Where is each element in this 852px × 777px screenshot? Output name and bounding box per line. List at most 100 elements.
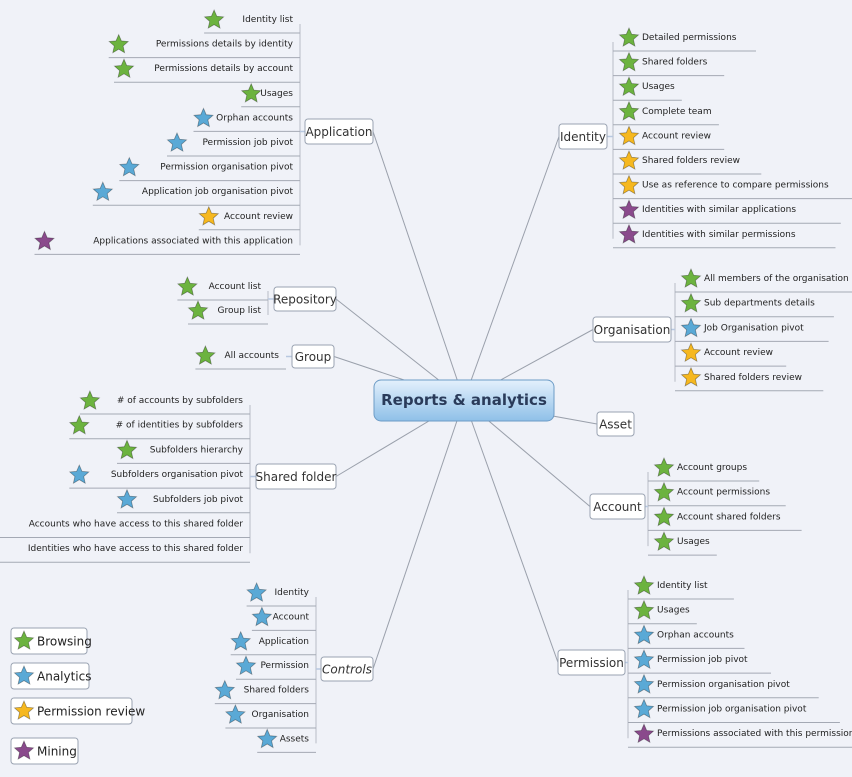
leaf-item[interactable]: Application job organisation pivot	[92, 181, 300, 206]
leaf-item[interactable]: Permissions details by identity	[108, 33, 300, 59]
leaf-item[interactable]: # of identities by subfolders	[68, 414, 250, 440]
leaf-item[interactable]: Organisation	[224, 703, 316, 729]
green-star-icon	[194, 344, 216, 365]
branch-label: Shared folder	[256, 470, 337, 484]
leaf-item[interactable]: Complete team	[613, 100, 719, 126]
leaf-item[interactable]: Account review	[198, 205, 300, 231]
leaf-item[interactable]: Permissions details by account	[113, 58, 300, 83]
purple-star-icon	[618, 223, 640, 244]
blue-star-icon	[13, 664, 35, 685]
green-star-icon	[653, 481, 675, 502]
leaf-label: Identities who have access to this share…	[28, 544, 243, 554]
leaf-item[interactable]: Identities with similar permissions	[613, 223, 836, 249]
legend-label: Permission review	[37, 705, 145, 719]
leaf-label: Orphan accounts	[657, 630, 734, 640]
green-star-icon	[618, 76, 640, 97]
leaf-item[interactable]: Permission	[235, 655, 316, 680]
branch-group[interactable]: Group	[291, 344, 335, 369]
leaf-label: Group list	[218, 306, 262, 316]
legend-label: Analytics	[37, 670, 92, 684]
branch-controls[interactable]: Controls	[320, 656, 374, 682]
leaf-item[interactable]: Usages	[628, 599, 697, 625]
leaf-item[interactable]: All accounts	[194, 344, 286, 370]
leaf-item[interactable]: Shared folders review	[675, 366, 824, 392]
leaf-item[interactable]: Shared folders review	[613, 149, 762, 175]
leaf-item[interactable]: Sub departments details	[675, 292, 834, 318]
yellow-star-icon	[618, 149, 640, 170]
leaf-item[interactable]: Applications associated with this applic…	[34, 230, 301, 255]
leaf-item[interactable]: Usages	[240, 82, 300, 108]
leaf-item[interactable]: Detailed permissions	[613, 26, 756, 52]
blue-star-icon	[633, 673, 655, 694]
leaf-item[interactable]: Permission job pivot	[166, 131, 300, 157]
leaf-item[interactable]: Orphan accounts	[193, 107, 301, 132]
leaf-item[interactable]: Group list	[187, 299, 268, 325]
leaf-label: Shared folders review	[704, 373, 802, 383]
leaf-item[interactable]: Shared folders	[613, 51, 725, 77]
leaf-item[interactable]: Account review	[675, 342, 787, 367]
leaf-label: Subfolders organisation pivot	[111, 470, 244, 480]
blue-star-icon	[680, 317, 702, 338]
leaf-label: Permission job pivot	[657, 655, 748, 665]
branch-application[interactable]: Application	[304, 118, 374, 145]
leaf-item[interactable]: Account list	[176, 275, 268, 301]
branch-permission[interactable]: Permission	[557, 649, 626, 676]
blue-star-icon	[633, 698, 655, 719]
green-star-icon	[240, 82, 262, 103]
leaf-item[interactable]: Usages	[648, 531, 717, 556]
leaf-label: Permissions details by account	[154, 64, 293, 74]
leaf-item[interactable]: Identity list	[628, 574, 734, 600]
leaf-item[interactable]: Account shared folders	[648, 506, 802, 531]
leaf-item[interactable]: Permission job pivot	[628, 649, 771, 674]
leaf-label: Accounts who have access to this shared …	[29, 520, 244, 530]
branch-account[interactable]: Account	[589, 493, 646, 520]
branch-identity[interactable]: Identity	[558, 123, 608, 150]
leaf-item[interactable]: Identity	[246, 581, 316, 607]
leaf-item[interactable]: Usages	[613, 76, 682, 101]
blue-star-icon	[166, 131, 188, 152]
green-star-icon	[113, 58, 135, 79]
leaf-item[interactable]: Accounts who have access to this shared …	[0, 515, 250, 538]
leaf-item[interactable]: Use as reference to compare permissions	[613, 174, 852, 200]
leaf-item[interactable]: Application	[230, 630, 316, 656]
leaf-label: Identity list	[657, 581, 708, 591]
leaf-item[interactable]: Identities who have access to this share…	[0, 539, 250, 563]
leaf-item[interactable]: Identities with similar applications	[613, 199, 841, 224]
leaf-item[interactable]: Subfolders organisation pivot	[68, 464, 250, 489]
leaf-item[interactable]: Account	[251, 606, 316, 631]
leaf-label: Permission organisation pivot	[657, 680, 790, 690]
leaf-item[interactable]: Account review	[613, 125, 725, 150]
leaf-item[interactable]: Orphan accounts	[628, 624, 745, 649]
branch-repository[interactable]: Repository	[273, 286, 337, 312]
blue-star-icon	[224, 703, 246, 724]
blue-star-icon	[633, 624, 655, 645]
leaf-item[interactable]: Job Organisation pivot	[675, 317, 829, 342]
leaf-item[interactable]: Shared folders	[214, 679, 316, 705]
leaf-label: Account review	[704, 348, 773, 358]
leaf-label: Sub departments details	[704, 299, 815, 309]
leaf-item[interactable]: # of accounts by subfolders	[79, 389, 250, 415]
leaf-item[interactable]: Assets	[256, 728, 316, 753]
branch-organisation[interactable]: Organisation	[592, 316, 672, 343]
blue-star-icon	[92, 181, 114, 202]
leaf-item[interactable]: Permissions associated with this permiss…	[628, 723, 852, 748]
branch-shared-folder[interactable]: Shared folder	[255, 463, 337, 490]
leaf-item[interactable]: Identity list	[203, 8, 300, 34]
green-star-icon	[653, 506, 675, 527]
branch-label: Repository	[273, 293, 337, 307]
root-node[interactable]: Reports & analytics	[373, 379, 555, 422]
leaf-label: Applications associated with this applic…	[93, 236, 293, 246]
leaf-item[interactable]: Account permissions	[648, 481, 786, 507]
leaf-label: Usages	[260, 89, 293, 99]
leaf-item[interactable]: All members of the organisation	[675, 267, 852, 293]
green-star-icon	[653, 531, 675, 552]
branch-asset[interactable]: Asset	[596, 411, 635, 437]
leaf-item[interactable]: Account groups	[648, 456, 760, 482]
leaf-item[interactable]: Subfolders job pivot	[116, 488, 250, 514]
leaf-item[interactable]: Permission organisation pivot	[118, 156, 300, 182]
leaf-item[interactable]: Subfolders hierarchy	[116, 439, 250, 464]
leaf-label: Usages	[657, 606, 690, 616]
leaf-item[interactable]: Permission organisation pivot	[628, 673, 819, 699]
leaf-item[interactable]: Permission job organisation pivot	[628, 698, 840, 723]
